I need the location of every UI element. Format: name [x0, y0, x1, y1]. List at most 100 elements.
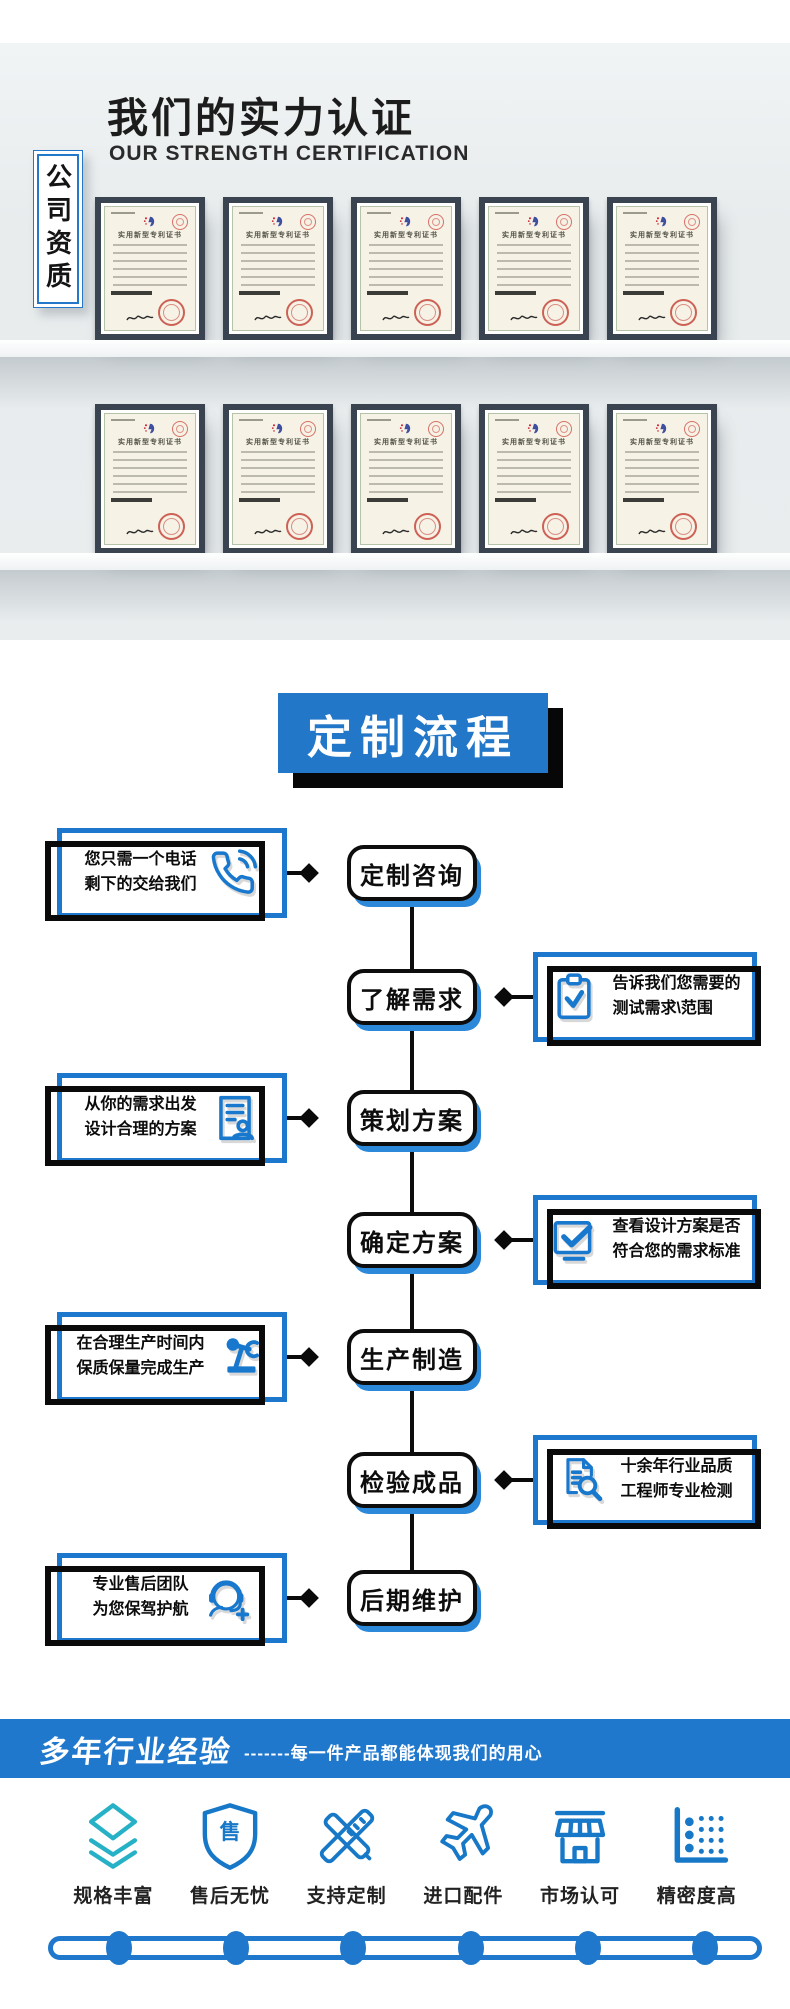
top-seal-icon: [556, 421, 572, 437]
patent-logo-icon: [271, 216, 283, 227]
top-seal-icon: [172, 421, 188, 437]
shelf-board-2: [0, 553, 790, 632]
signature-icon: [638, 529, 666, 535]
top-seal-icon: [428, 421, 444, 437]
note-line: 保质保量完成生产: [76, 1360, 205, 1377]
certificate-text-lines: [113, 244, 187, 288]
track-dot: [692, 1931, 718, 1965]
signature-icon: [126, 315, 154, 321]
red-seal-icon: [158, 299, 186, 326]
patent-certificate: 实用新型专利证书: [479, 404, 589, 554]
diamond-connector-icon: [299, 1108, 319, 1128]
top-seal-icon: [556, 214, 572, 230]
note-line: 从你的需求出发: [84, 1096, 197, 1114]
patent-logo-icon: [527, 423, 539, 434]
flow-note-box: 在合理生产时间内 保质保量完成生产: [45, 1312, 287, 1405]
diamond-connector-icon: [494, 987, 514, 1007]
headset-user-icon: [208, 1580, 249, 1622]
company-qualification-tab-inner: 公司资质: [37, 154, 79, 304]
note-line: 您只需一个电话: [84, 851, 197, 869]
top-seal-icon: [684, 214, 700, 230]
track-dot: [223, 1931, 249, 1965]
shelf-board-1: [0, 340, 790, 419]
patent-certificate: 实用新型专利证书: [351, 404, 461, 554]
document-search-icon: [566, 1458, 603, 1502]
patent-logo-icon: [399, 423, 411, 434]
feature-label: 规格丰富: [73, 1886, 154, 1907]
patent-certificate: 实用新型专利证书: [479, 197, 589, 340]
feature-row: 规格丰富 售 售后无忧 支持定制: [55, 1800, 755, 1908]
track-dot: [340, 1931, 366, 1965]
flow-note-box: 专业售后团队 为您保驾护航: [45, 1553, 287, 1646]
certificate-title: 实用新型专利证书: [118, 232, 182, 239]
top-seal-icon: [428, 214, 444, 230]
note-line: 剩下的交给我们: [84, 876, 197, 893]
certificate-shelf-row-1: 实用新型专利证书 实用新型专利证书 实用新型专利证书: [95, 197, 717, 340]
note-line: 专业售后团队: [92, 1576, 189, 1594]
red-seal-icon: [158, 513, 186, 540]
plane-icon: [440, 1804, 494, 1861]
banner-subtitle: -------每一件产品都能体现我们的用心: [244, 1743, 543, 1763]
connector-line: [512, 1478, 534, 1482]
track-dot: [458, 1931, 484, 1965]
shield-glyph: 售: [219, 1821, 241, 1844]
top-seal-icon: [172, 214, 188, 230]
flow-node-label: 定制咨询: [360, 862, 464, 890]
flow-node: 确定方案: [347, 1212, 477, 1268]
flow-node-label: 检验成品: [360, 1469, 464, 1497]
track-dot: [106, 1931, 132, 1965]
flow-node-label: 确定方案: [360, 1229, 464, 1257]
flow-node: 策划方案: [347, 1090, 477, 1146]
note-line: 工程师专业检测: [620, 1483, 733, 1500]
patent-logo-icon: [271, 423, 283, 434]
red-seal-icon: [542, 299, 570, 326]
patent-logo-icon: [143, 423, 155, 434]
shield-icon: [202, 1803, 258, 1870]
flow-node-label: 生产制造: [360, 1346, 464, 1374]
signature-icon: [126, 529, 154, 535]
signature-icon: [510, 315, 538, 321]
feature-item: 规格丰富: [55, 1800, 172, 1908]
patent-certificate: 实用新型专利证书: [351, 197, 461, 340]
company-qualification-label: 公司资质: [42, 163, 73, 295]
flow-node-label: 后期维护: [360, 1587, 464, 1615]
feature-label: 售后无忧: [190, 1886, 271, 1907]
connector-line: [286, 871, 304, 875]
patent-logo-icon: [143, 216, 155, 227]
signature-icon: [382, 315, 410, 321]
company-qualification-tab: 公司资质: [33, 150, 83, 308]
certificate-shelf-row-2: 实用新型专利证书 实用新型专利证书 实用新型专利证书: [95, 404, 717, 554]
red-seal-icon: [414, 299, 442, 326]
flow-node-label: 策划方案: [360, 1107, 464, 1135]
connector-line: [512, 1238, 534, 1242]
diamond-connector-icon: [494, 1470, 514, 1490]
note-line: 告诉我们您需要的: [612, 975, 741, 993]
signature-icon: [638, 315, 666, 321]
flow-note-box: 告诉我们您需要的 测试需求\范围: [533, 952, 761, 1046]
hero-title: 我们的实力认证: [107, 95, 415, 141]
connector-line: [286, 1355, 304, 1359]
patent-logo-icon: [655, 423, 667, 434]
layers-icon: [89, 1803, 138, 1869]
red-seal-icon: [414, 513, 442, 540]
tools-icon: [319, 1808, 374, 1864]
experience-banner: 多年行业经验 -------每一件产品都能体现我们的用心: [0, 1719, 790, 1778]
flow-note-box: 您只需一个电话 剩下的交给我们: [45, 828, 287, 921]
feature-item: 进口配件: [405, 1800, 522, 1908]
feature-label: 市场认可: [540, 1886, 621, 1907]
certificate-number-line: [111, 212, 135, 214]
patent-certificate: 实用新型专利证书: [607, 197, 717, 340]
note-line: 十余年行业品质: [620, 1458, 733, 1476]
clipboard-check-icon: [557, 973, 592, 1020]
top-seal-icon: [684, 421, 700, 437]
flow-note-box: 十余年行业品质 工程师专业检测: [533, 1435, 761, 1529]
track-dot: [575, 1931, 601, 1965]
patent-logo-icon: [527, 216, 539, 227]
note-line: 测试需求\范围: [612, 1000, 713, 1017]
feature-label: 支持定制: [306, 1886, 387, 1907]
custom-process-section: 定制流程 您只需一个电话 剩下的交给我们 定制咨询 了解需求: [0, 640, 790, 1719]
top-seal-icon: [300, 214, 316, 230]
connector-line: [286, 1596, 304, 1600]
red-seal-icon: [670, 513, 698, 540]
